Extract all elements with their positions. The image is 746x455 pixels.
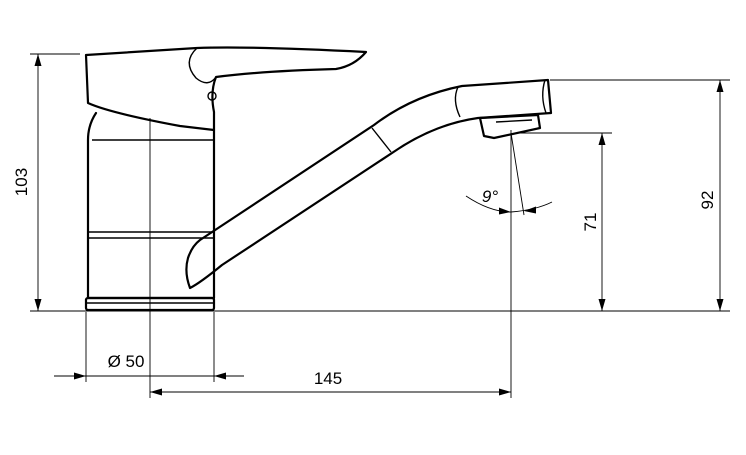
dimension-label-103: 103 xyxy=(12,168,31,196)
faucet-body xyxy=(86,111,216,300)
dimension-reach: 145 xyxy=(150,369,511,396)
aerator xyxy=(478,113,542,140)
faucet-outline xyxy=(84,46,553,312)
dimension-spout-angle: 9° xyxy=(465,187,553,215)
lever-grip xyxy=(188,47,217,84)
dimension-label-diameter: Ø 50 xyxy=(108,352,145,371)
spout-tip-edge xyxy=(542,79,547,114)
aerator-line xyxy=(495,119,533,123)
dimension-spout-height: 92 xyxy=(698,80,724,311)
dimension-label-92: 92 xyxy=(698,191,717,210)
spout xyxy=(185,78,553,290)
dimension-label-angle: 9° xyxy=(482,187,498,206)
dimension-base-diameter: Ø 50 xyxy=(54,352,244,380)
dimension-body-height: 103 xyxy=(12,54,42,311)
dimension-label-145: 145 xyxy=(314,369,342,388)
lever-handle xyxy=(84,46,368,132)
spout-tip-seam xyxy=(454,86,461,118)
dimension-label-71: 71 xyxy=(581,213,600,232)
lever-screw xyxy=(207,91,217,101)
spout-joint xyxy=(371,127,392,153)
reference-lines xyxy=(30,53,730,398)
dimension-aerator-height: 71 xyxy=(581,133,606,311)
